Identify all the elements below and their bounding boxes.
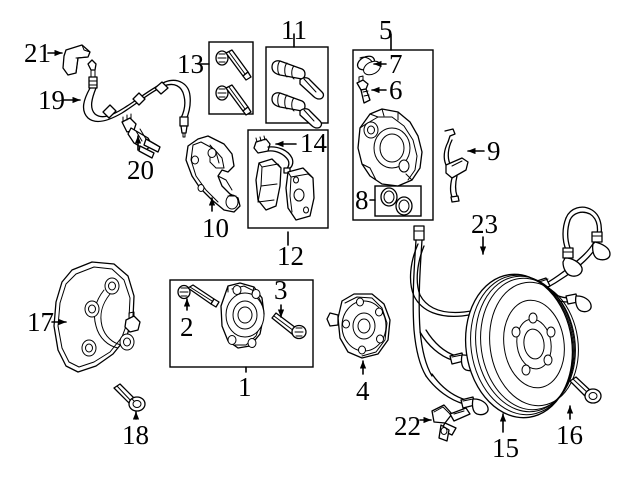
group-box-brake-pad <box>247 129 329 229</box>
part-caliper-seal-kit <box>380 187 413 216</box>
part-caliper-mounting-bracket <box>185 135 241 213</box>
callout-label-22[interactable]: 22 <box>394 411 421 441</box>
part-brake-pad-set <box>255 158 315 221</box>
callout-label-1[interactable]: 1 <box>238 372 252 402</box>
callout-label-19[interactable]: 19 <box>38 85 65 115</box>
part-brake-dust-shield <box>53 261 141 373</box>
callout-label-13[interactable]: 13 <box>177 49 204 79</box>
part-bleeder-screw <box>356 75 371 104</box>
part-bleeder-screw-cap <box>356 55 381 76</box>
callout-label-18[interactable]: 18 <box>122 420 149 450</box>
part-caliper-retaining-spring <box>443 128 469 203</box>
callout-label-7[interactable]: 7 <box>389 49 403 79</box>
part-front-hub-bearing <box>220 282 265 349</box>
callout-label-15[interactable]: 15 <box>492 433 519 463</box>
callout-label-16[interactable]: 16 <box>556 420 583 450</box>
callout-label-6[interactable]: 6 <box>389 75 403 105</box>
callout-label-14[interactable]: 14 <box>300 128 327 158</box>
part-abs-wheel-speed-sensor <box>431 404 471 442</box>
callout-label-23[interactable]: 23 <box>471 209 498 239</box>
part-rotor-retaining-screw <box>569 376 602 404</box>
group-box-guide-bolt <box>208 41 254 115</box>
part-brake-rotor <box>464 273 579 419</box>
part-brake-hose-retainer-clip <box>121 113 161 159</box>
group-box-caliper-assembly <box>352 49 434 221</box>
callout-label-11[interactable]: 11 <box>281 15 307 45</box>
part-guide-pin-boot-kit <box>271 60 325 129</box>
part-hub-bolt-lower <box>271 312 307 340</box>
callout-label-3[interactable]: 3 <box>274 275 288 305</box>
part-brake-hose-bracket <box>62 44 91 76</box>
part-guide-pin-bolts <box>215 49 252 116</box>
callout-label-12[interactable]: 12 <box>277 241 304 271</box>
callout-label-21[interactable]: 21 <box>24 38 51 68</box>
part-brake-caliper-body <box>357 108 423 187</box>
callout-label-2[interactable]: 2 <box>180 312 194 342</box>
leader-lines <box>47 33 574 433</box>
callout-label-4[interactable]: 4 <box>356 376 370 406</box>
callout-label-10[interactable]: 10 <box>202 213 229 243</box>
callout-label-5[interactable]: 5 <box>379 15 393 45</box>
part-hub-bolt-upper <box>177 284 220 308</box>
callout-label-9[interactable]: 9 <box>487 136 501 166</box>
part-brake-hose <box>82 59 191 138</box>
callout-label-20[interactable]: 20 <box>127 155 154 185</box>
part-splash-shield-bolt <box>113 383 146 412</box>
part-abs-wire-harness <box>409 206 611 416</box>
callout-label-17[interactable]: 17 <box>27 307 54 337</box>
part-wheel-hub <box>326 293 391 359</box>
group-box-hub-assembly <box>169 279 314 368</box>
group-box-guide-pin-boot <box>265 46 329 124</box>
callout-label-8[interactable]: 8 <box>355 185 369 215</box>
